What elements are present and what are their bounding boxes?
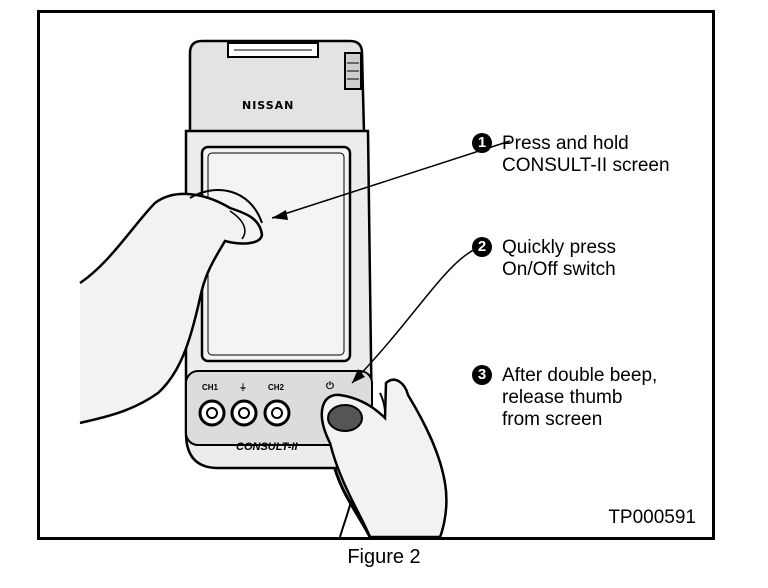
arrow-step-1 — [271, 140, 511, 219]
port-label-ch1: CH1 — [202, 383, 219, 392]
device-model: CONSULT-II — [236, 441, 298, 453]
step-1-number: 1 — [472, 133, 492, 153]
left-hand — [79, 189, 264, 425]
step-2-number: 2 — [472, 237, 492, 257]
figure-caption: Figure 2 — [347, 546, 421, 568]
step-1-text: Press and hold CONSULT-II screen — [502, 133, 670, 176]
step-3-number: 3 — [472, 365, 492, 385]
figure-code: TP000591 — [608, 507, 696, 528]
device-brand: NISSAN — [242, 99, 295, 112]
arrow-step-2 — [351, 244, 487, 384]
step-2-text: Quickly press On/Off switch — [502, 237, 617, 280]
right-hand — [320, 378, 448, 537]
thumb-on-switch — [327, 404, 363, 432]
power-icon: ⏻ — [326, 381, 334, 392]
figure-frame: NISSAN CONSULT-II CH1 ⏚ CH2 ⏻ 1 Press an… — [37, 10, 715, 540]
touch-screen — [200, 145, 352, 363]
consult-device-illustration — [79, 39, 511, 537]
port-label-ground: ⏚ — [239, 383, 247, 392]
port-label-ch2: CH2 — [268, 383, 285, 392]
step-3-text: After double beep, release thumb from sc… — [502, 365, 658, 430]
